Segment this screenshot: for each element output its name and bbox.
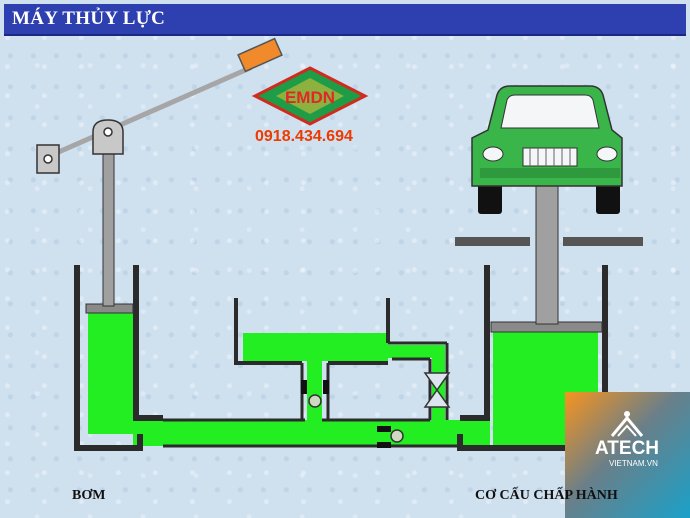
pump-cylinder: [74, 265, 163, 451]
pivot-bracket-icon: [92, 119, 124, 155]
title-bar: MÁY THỦY LỰC: [4, 4, 686, 36]
lever-handle: [237, 37, 283, 73]
reservoir: [234, 298, 390, 365]
logo-text: EMDN: [285, 88, 335, 107]
pump-lever: [42, 65, 253, 161]
pump-label: BƠM: [72, 488, 106, 503]
page-title: MÁY THỦY LỰC: [12, 8, 166, 29]
phone-number: 0918.434.694: [255, 128, 353, 145]
throttle-valve-icon: [423, 372, 451, 408]
pump-rod: [102, 149, 115, 307]
platform-right: [563, 237, 643, 246]
check-valve-icon: [377, 426, 404, 448]
brand-name: ATECH: [595, 438, 660, 459]
platform-left: [455, 237, 530, 246]
pivot-bracket-icon: [36, 144, 60, 174]
actuator-rod: [535, 179, 559, 325]
emdn-logo: EMDN: [251, 66, 369, 126]
brand-watermark: ATECH VIETNAM.VN: [565, 392, 690, 518]
brand-site: VIETNAM.VN: [609, 459, 658, 468]
atech-logo-icon: [610, 411, 644, 437]
actuator-label: CƠ CẤU CHẤP HÀNH: [475, 488, 618, 503]
car-icon: [471, 85, 623, 214]
actuator-cylinder: [457, 265, 608, 451]
check-valve-icon: [301, 380, 329, 408]
